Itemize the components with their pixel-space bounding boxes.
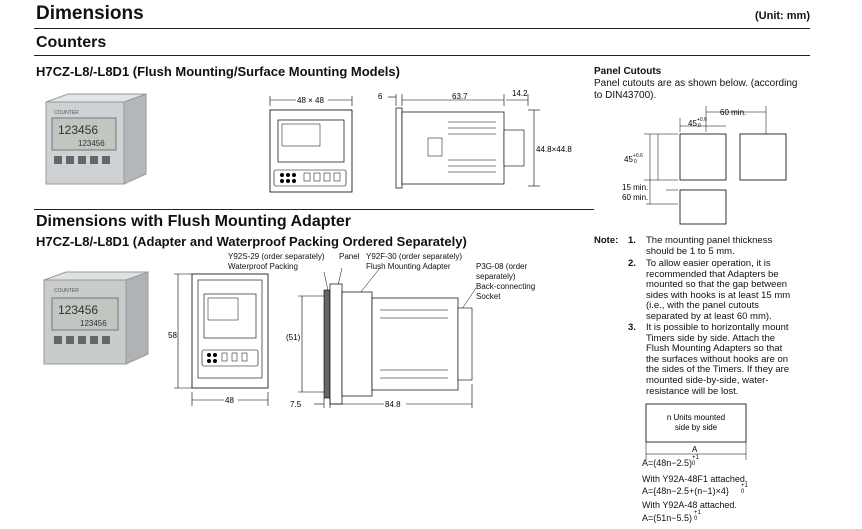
- sbs-A: A: [692, 445, 698, 454]
- model2-title: Dimensions with Flush Mounting Adapter: [36, 213, 351, 230]
- cutout-diagram: 60 min. 45 +0.6 0 45 +0.6 0 15 min. 60 m…: [620, 104, 820, 230]
- note-3-num: 3.: [628, 322, 636, 333]
- side1-d142: 14.2: [512, 89, 528, 98]
- label-p3g-1: P3G-08 (order: [476, 262, 528, 271]
- side2-d75: 7.5: [290, 400, 302, 409]
- photo-digits-2: 123456: [58, 303, 98, 317]
- side2-d848: 84.8: [385, 400, 401, 409]
- cutouts-title: Panel Cutouts: [594, 66, 662, 77]
- formula-2-tol-lower: 0: [741, 489, 745, 495]
- formula-1: A=(48n−2.5): [642, 458, 693, 468]
- note-3-line: Timers side by side. Attach the: [646, 332, 776, 344]
- side1-d637: 63.7: [452, 92, 468, 101]
- model2-subtitle: H7CZ-L8/-L8D1 (Adapter and Waterproof Pa…: [36, 234, 467, 249]
- side2-d51: (51): [286, 333, 301, 342]
- note-3-line: resistance will be lost.: [646, 385, 739, 397]
- label-p3g-3: Back-connecting: [476, 282, 536, 291]
- side-by-side-diagram: n Units mounted side by side A: [640, 402, 750, 472]
- formula-3-tol: +1 0: [694, 510, 701, 522]
- note-1-line: should be 1 to 5 mm.: [646, 245, 735, 257]
- cutouts-line1: Panel cutouts are as shown below. (accor…: [594, 78, 798, 89]
- formula-1-tol-upper: +1: [692, 455, 699, 461]
- photo-digits-2b: 123456: [80, 319, 107, 328]
- note-3-line: Flush Mounting Adapters so that: [646, 343, 783, 355]
- side-view-1: 6 63.7 14.2 44.8×44.8: [368, 88, 572, 198]
- formula-3-tol-lower: 0: [694, 516, 698, 522]
- note-2-line: To allow easier operation, it is: [646, 258, 771, 269]
- formula-1-tol-lower: 0: [692, 461, 696, 467]
- page-title: Dimensions: [36, 3, 144, 24]
- label-p3g-2: separately): [476, 272, 516, 281]
- product-photo-1: 123456 123456 COUNTER: [36, 92, 154, 192]
- cut-d15: 15 min.: [622, 183, 648, 192]
- with-y92a-48f1: With Y92A-48F1 attached.: [642, 474, 748, 484]
- note-3-line: mounted side-by-side, water-: [646, 374, 769, 386]
- note-2-line: recommended that Adapters be: [646, 268, 779, 280]
- side-view-2: (51) 7.5 84.8: [284, 267, 484, 413]
- formula-1-tol: +1 0: [692, 455, 699, 467]
- product-photo-2: 123456 123456 COUNTER: [36, 270, 154, 370]
- note-3: It is possible to horizontally mount Tim…: [646, 322, 816, 397]
- formula-3: A=(51n−5.5): [642, 513, 693, 523]
- cut-d45a-tol: +0.6: [697, 117, 707, 123]
- cut-d45a-tol0: 0: [698, 123, 701, 129]
- cut-d45a: 45: [688, 119, 697, 128]
- note-1: The mounting panel thickness should be 1…: [646, 235, 816, 257]
- model2-rule: [34, 209, 594, 210]
- side1-d6: 6: [378, 92, 383, 101]
- photo-brand-2: COUNTER: [54, 288, 79, 294]
- label-panel: Panel: [339, 252, 360, 261]
- note-1-num: 1.: [628, 235, 636, 246]
- cut-d45b: 45: [624, 155, 633, 164]
- note-3-line: the sides of the Timers. If they are: [646, 364, 790, 376]
- cutouts-line2: to DIN43700).: [594, 90, 657, 101]
- formula-3-tol-upper: +1: [694, 510, 701, 516]
- sbs-box1: n Units mounted: [667, 413, 725, 422]
- note-2-line: mounted so that the gap between: [646, 279, 788, 291]
- front2-d58: 58: [168, 331, 177, 340]
- note-2-line: separated by at least 60 mm).: [646, 310, 772, 322]
- note-2-num: 2.: [628, 258, 636, 269]
- note-3-line: the surfaces without hooks are on: [646, 353, 789, 365]
- label-p3g-4: Socket: [476, 292, 501, 301]
- photo-digits-1: 123456: [58, 123, 98, 137]
- title-rule: [34, 28, 810, 29]
- model1-title: H7CZ-L8/-L8D1 (Flush Mounting/Surface Mo…: [36, 64, 400, 79]
- note-2-line: (i.e., with the panel cutouts: [646, 300, 760, 312]
- formula-2-tol: +1 0: [741, 483, 748, 495]
- unit-label: (Unit: mm): [755, 10, 810, 22]
- label-y92s-2: Waterproof Packing: [228, 262, 298, 271]
- front2-d48: 48: [225, 396, 234, 405]
- note-label: Note:: [594, 235, 619, 246]
- formula-2: A={48n−2.5+(n−1)×4}: [642, 486, 729, 496]
- front1-dim: 48 × 48: [297, 96, 324, 105]
- sbs-box2: side by side: [675, 423, 718, 432]
- note-2: To allow easier operation, it is recomme…: [646, 258, 816, 323]
- section-rule: [34, 55, 810, 56]
- cut-d45b-tol: +0.6: [633, 153, 643, 159]
- label-y92f-1: Y92F-30 (order separately): [366, 252, 463, 261]
- cut-d60-left: 60 min.: [622, 193, 648, 202]
- front-view-1: 48 × 48: [262, 92, 362, 202]
- note-3-line: It is possible to horizontally mount: [646, 322, 789, 333]
- photo-brand-1: COUNTER: [54, 110, 79, 116]
- section-title: Counters: [36, 34, 107, 51]
- label-y92f-2: Flush Mounting Adapter: [366, 262, 451, 271]
- note-2-line: sides with hooks is at least 15 mm: [646, 289, 791, 301]
- with-y92a-48: With Y92A-48 attached.: [642, 500, 737, 510]
- cut-d60-top: 60 min.: [720, 108, 746, 117]
- label-y92s-1: Y92S-29 (order separately): [228, 252, 325, 261]
- note-1-line: The mounting panel thickness: [646, 235, 773, 246]
- formula-2-tol-upper: +1: [741, 483, 748, 489]
- front-view-2: 58 48: [162, 266, 280, 412]
- cut-d45b-tol0: 0: [634, 159, 637, 165]
- side1-d448: 44.8×44.8: [536, 145, 572, 154]
- photo-digits-1b: 123456: [78, 139, 105, 148]
